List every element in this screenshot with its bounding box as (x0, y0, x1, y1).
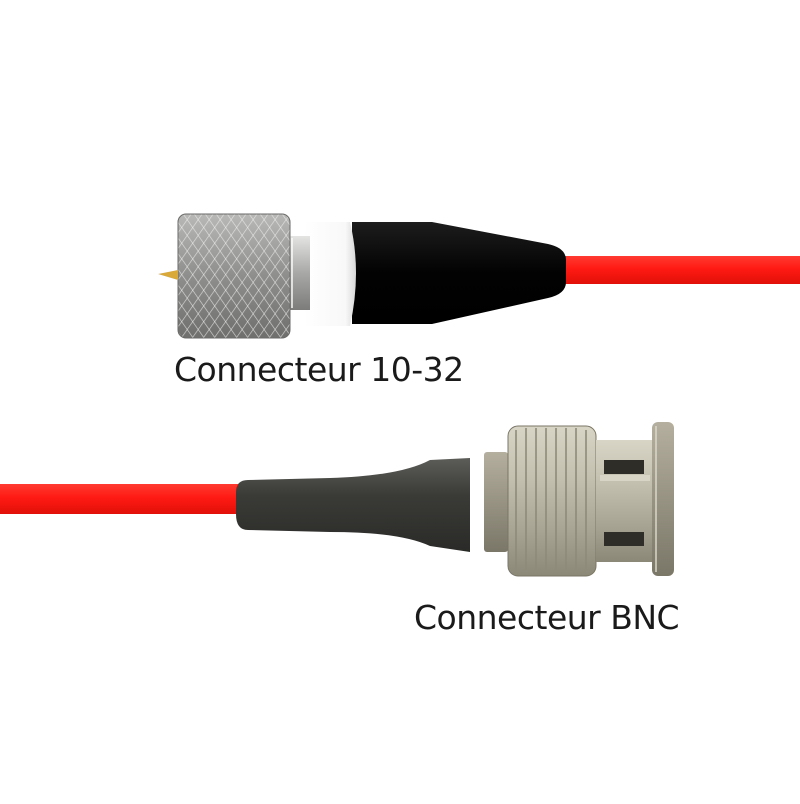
bnc-front-face (652, 422, 674, 576)
bayonet-ring (507, 425, 597, 577)
cable-red-bottom (0, 484, 245, 514)
bayonet-slot (604, 460, 644, 474)
black-boot (352, 222, 566, 324)
bnc-collar (484, 452, 508, 552)
gray-boot (236, 458, 470, 552)
caption-bnc-connector: Connecteur BNC (414, 598, 680, 637)
knurled-nut (177, 213, 291, 339)
cable-red-top (555, 256, 800, 284)
gold-pin (158, 270, 178, 280)
connector-10-32 (158, 213, 800, 339)
connector-bnc (0, 422, 674, 577)
metal-neck (288, 236, 310, 310)
white-sleeve (303, 222, 356, 326)
caption-10-32-connector: Connecteur 10-32 (174, 350, 464, 389)
